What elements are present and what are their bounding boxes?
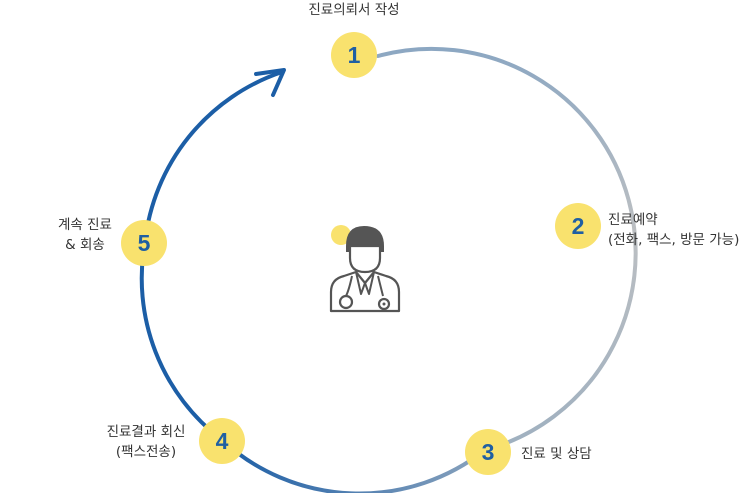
step-5-label-line-2: & 회송 [65,237,105,253]
step-4-label-line-2: (팩스전송) [115,444,177,460]
step-1-label: 진료의뢰서 작성 [293,0,415,20]
step-1-circle: 1 [331,32,377,78]
step-4-label: 진료결과 회신 (팩스전송) [98,422,194,462]
step-1-number: 1 [347,41,361,68]
step-3-circle: 3 [465,429,511,475]
step-3-number: 3 [481,438,495,465]
arc-left-lower [139,240,224,442]
step-2-number: 2 [571,212,585,239]
step-4-label-line-1: 진료결과 회신 [106,424,186,440]
step-3-label-line-1: 진료 및 상담 [521,446,592,462]
step-1-label-line-1: 진료의뢰서 작성 [308,2,400,18]
step-2-label-line-1: 진료예약 [608,212,658,228]
step-5-label: 계속 진료 & 회송 [44,215,126,255]
step-2-label: 진료예약 (전화, 팩스, 방문 가능) [608,210,739,250]
step-2-circle: 2 [555,203,601,249]
arc-right [376,46,638,452]
step-5-circle: 5 [121,220,167,266]
step-4-circle: 4 [199,418,245,464]
step-3-label: 진료 및 상담 [521,444,592,464]
doctor-icon [329,225,401,313]
arc-left-upper [143,70,284,244]
step-5-number: 5 [137,229,151,256]
arc-bottom [220,438,487,496]
arrowhead-icon [254,68,286,97]
step-5-label-line-1: 계속 진료 [58,217,112,233]
step-4-number: 4 [215,427,229,454]
step-2-label-line-2: (전화, 팩스, 방문 가능) [608,232,740,248]
